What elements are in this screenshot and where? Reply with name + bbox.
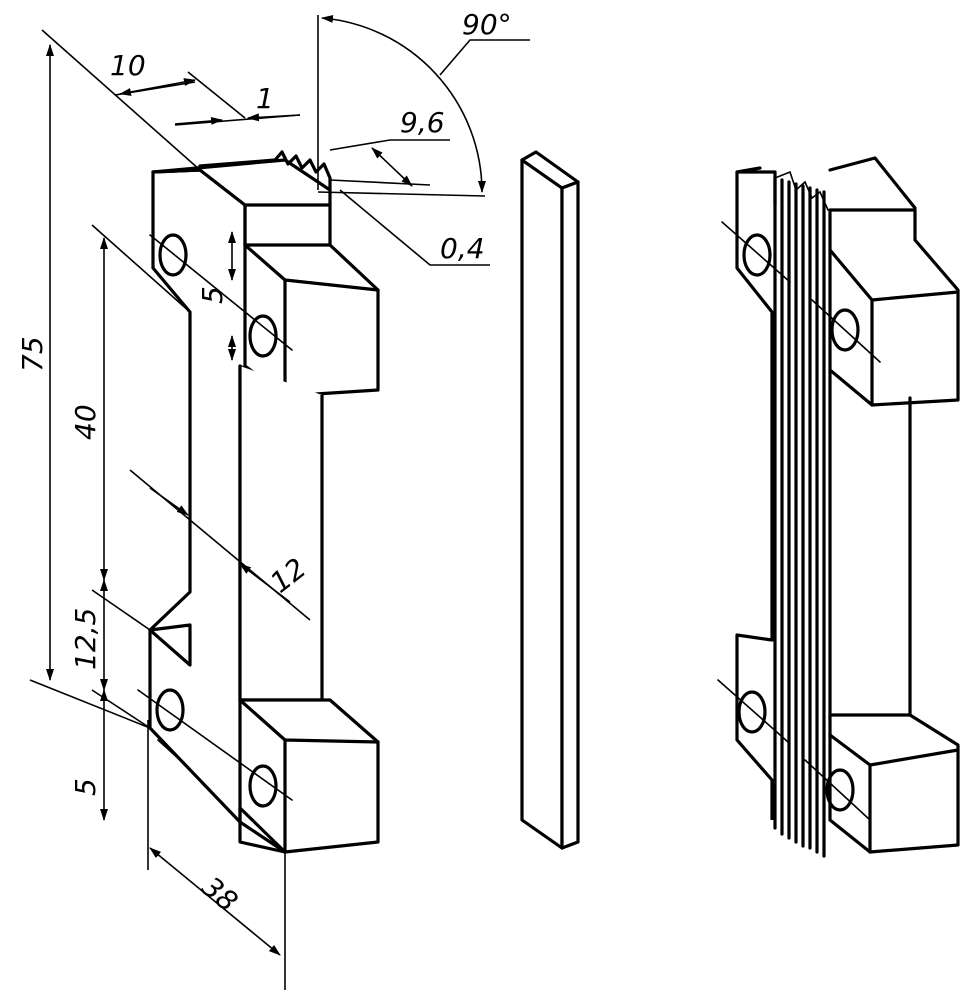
hole-upper-right xyxy=(248,314,278,358)
dim-10-label: 10 xyxy=(110,49,146,82)
hole-upper-left xyxy=(158,233,188,277)
hole-lower-left xyxy=(155,688,185,732)
assembled-left-face xyxy=(735,172,774,820)
dim-12-5-label: 12,5 xyxy=(69,608,102,670)
clamp-part-dimensioned: 75 40 12,5 5 5 10 1 9,6 0,4 90° 12 38 xyxy=(16,8,530,990)
dim-75-label: 75 xyxy=(16,336,49,372)
dim-0-4-label: 0,4 xyxy=(440,232,485,265)
hole-lower-right xyxy=(248,764,278,808)
dim-9-6-label: 9,6 xyxy=(400,106,445,139)
web-right-face xyxy=(238,366,324,702)
upper-block-right xyxy=(243,243,380,398)
dim-5-hole-label: 5 xyxy=(196,286,229,304)
dim-90-label: 90° xyxy=(462,8,512,41)
dim-38-label: 38 xyxy=(196,870,245,918)
dimension-lines xyxy=(29,14,530,990)
dim-1-label: 1 xyxy=(256,82,274,115)
dim-5-bottom-label: 5 xyxy=(69,778,102,796)
clamp-part-assembled xyxy=(717,156,960,858)
dim-40-label: 40 xyxy=(69,404,102,440)
thin-strip xyxy=(520,150,580,850)
